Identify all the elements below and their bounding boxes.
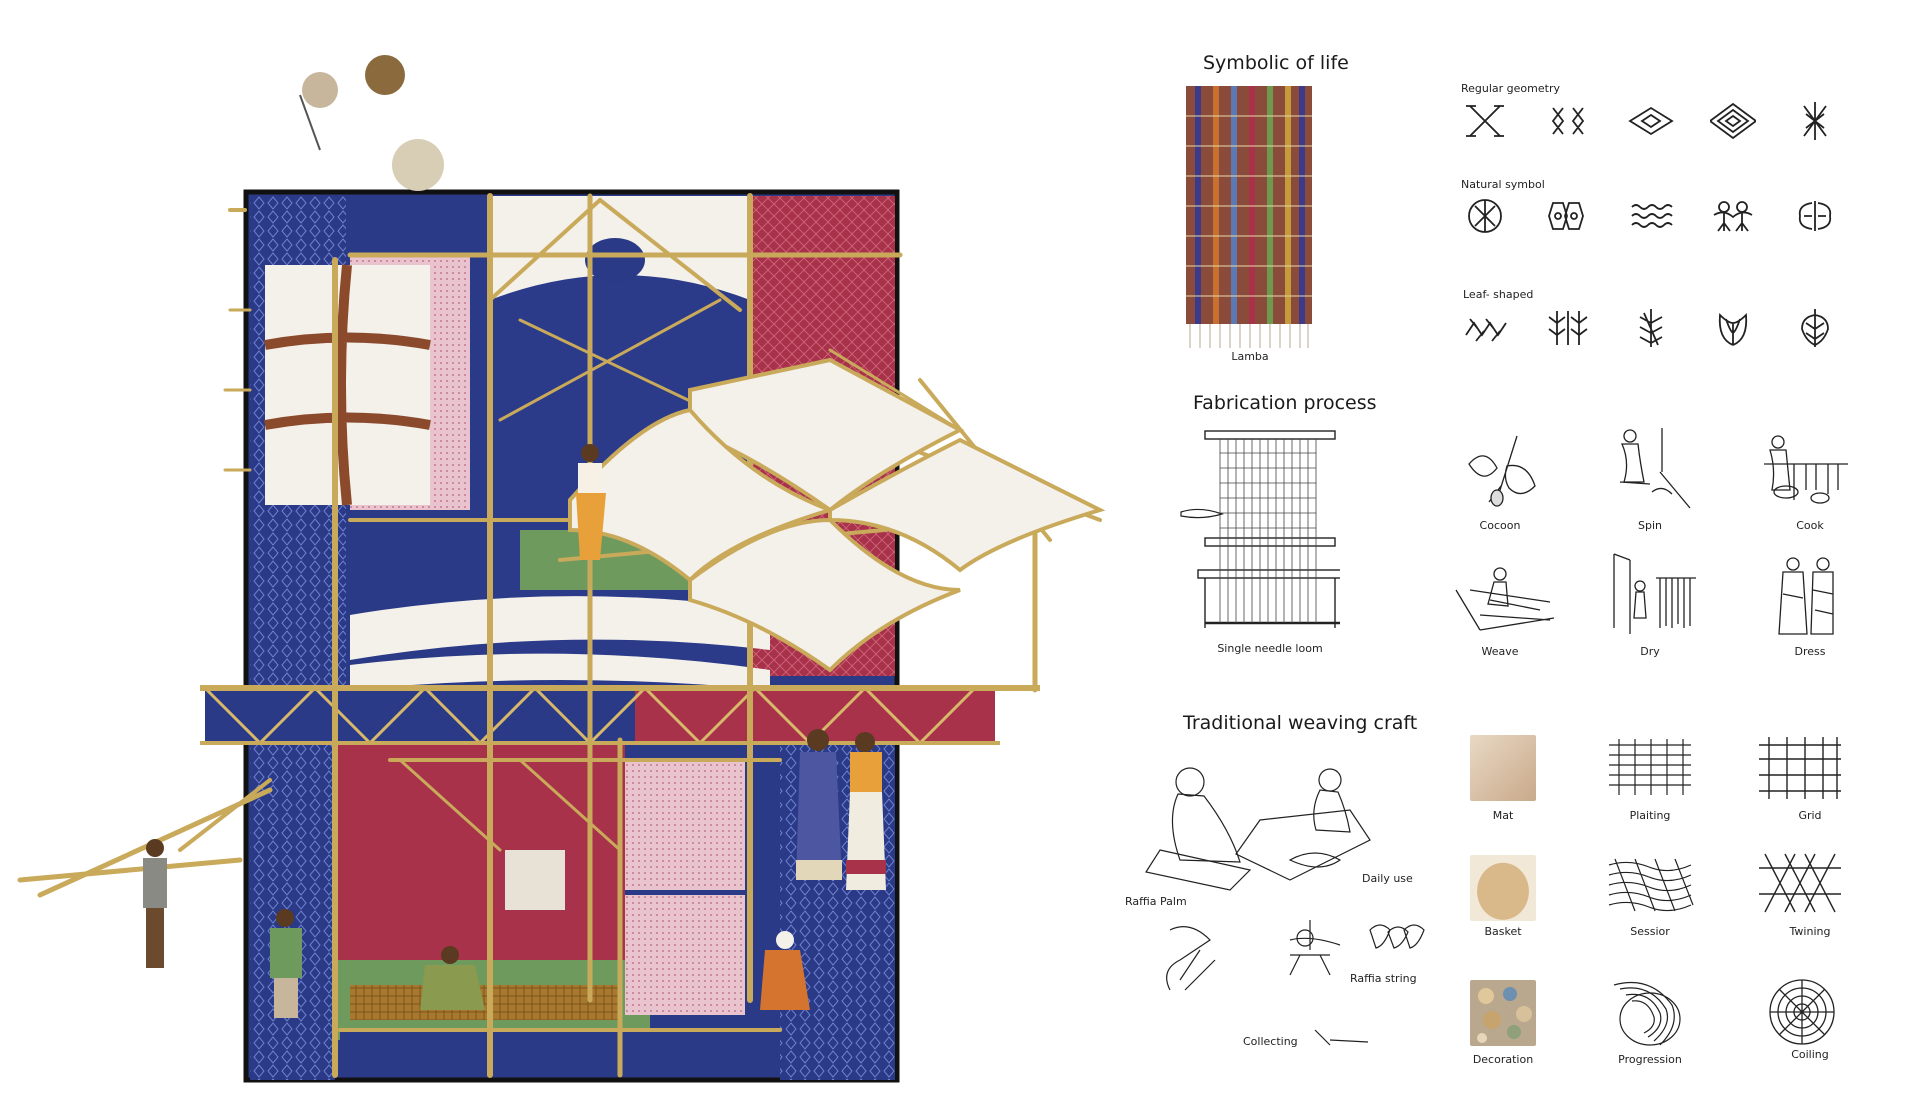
twining-icon [1759,853,1841,913]
nested-diamond-symbol-icon [1710,102,1756,140]
progression-icon [1613,981,1681,1046]
mat-label: Mat [1492,809,1514,822]
star-cross-symbol-icon [1803,102,1827,140]
loom-caption: Single needle loom [1217,642,1323,655]
person-lower-left-walking [270,909,302,1018]
double-diamond-symbol-icon [1551,107,1585,135]
sessior-icon [1608,858,1694,912]
grid-label: Grid [1798,809,1822,822]
wave-symbol-icon [1631,204,1673,228]
basket-label: Basket [1484,925,1522,938]
regular-geometry-label: Regular geometry [1461,82,1560,95]
person-upper-center [576,444,606,560]
grid-icon [1759,737,1841,799]
middle-sail-band [350,596,770,660]
lower-left-navy [250,740,335,1080]
canopy-sails [568,357,1106,673]
person-standing-pair-1 [796,729,842,880]
people-top-view [299,55,444,191]
decoration-photo [1470,980,1536,1046]
cook-icon [1764,435,1848,504]
weaving-title: Traditional weaving craft [1183,712,1418,734]
fabrication-title: Fabrication process [1193,392,1377,414]
butterfly-symbol-icon [1798,201,1832,231]
raffia-palm-label: Raffia Palm [1125,895,1187,908]
dress-icon [1778,557,1834,635]
lamba-caption: Lamba [1231,350,1269,363]
leaf-branch-symbol-icon [1548,311,1588,345]
circle-symbol-icon [1468,199,1502,233]
triangle-beam [200,685,1040,746]
cook-label: Cook [1796,519,1824,532]
eye-pair-symbol-icon [1548,202,1584,230]
dress-label: Dress [1794,645,1826,658]
woven-floor-mat [350,985,620,1020]
weaving-scene-drawing [1145,767,1425,1046]
leaf-spine-symbol-icon [1639,309,1663,347]
weave-label: Weave [1481,645,1519,658]
sessior-label: Sessior [1630,925,1670,938]
pavilion-illustration [17,55,1106,1083]
spin-label: Spin [1638,519,1662,532]
lower-red-room [335,740,625,990]
x-cross-symbol-icon [1466,105,1504,137]
plaiting-label: Plaiting [1629,809,1671,822]
collecting-label: Collecting [1243,1035,1298,1048]
bottom-navy-strip [340,1030,780,1075]
person-seated-right [760,931,810,1010]
spin-icon [1619,428,1691,509]
plaiting-icon [1609,739,1691,795]
leaf-tulip-symbol-icon [1718,312,1748,346]
person-lower-left-carrying [143,839,167,968]
dry-icon [1613,553,1696,634]
leaf-shaped-label: Leaf- shaped [1463,288,1534,301]
leaf-zigzag-symbol-icon [1465,318,1507,342]
coiling-label: Coiling [1791,1048,1829,1061]
lamba-textile-image [1186,86,1312,348]
single-needle-loom-drawing [1180,430,1340,628]
diamond-symbol-icon [1628,106,1674,136]
dry-label: Dry [1640,645,1660,658]
progression-label: Progression [1618,1053,1682,1066]
cocoon-icon [1468,435,1536,507]
decoration-discs-icon [1477,987,1532,1043]
pink-panel-upper [625,760,745,890]
raffia-string-label: Raffia string [1350,972,1417,985]
basket-photo [1470,855,1536,921]
mat-photo [1470,735,1536,801]
window-light [505,850,565,910]
middle-sail-band-2 [350,653,770,690]
person-standing-pair-2 [846,732,886,890]
cocoon-label: Cocoon [1479,519,1521,532]
decoration-label: Decoration [1472,1053,1534,1066]
daily-use-label: Daily use [1362,872,1413,885]
natural-symbol-label: Natural symbol [1461,178,1545,191]
weave-icon [1455,567,1555,631]
symbolic-title: Symbolic of life [1203,52,1349,74]
quilt-panel [264,264,431,506]
twining-label: Twining [1789,925,1831,938]
leaf-feather-symbol-icon [1801,309,1829,347]
pink-panel-lower [625,895,745,1015]
coiling-icon [1769,979,1835,1045]
figure-pair-symbol-icon [1713,201,1753,232]
person-seated-mat [420,946,485,1010]
